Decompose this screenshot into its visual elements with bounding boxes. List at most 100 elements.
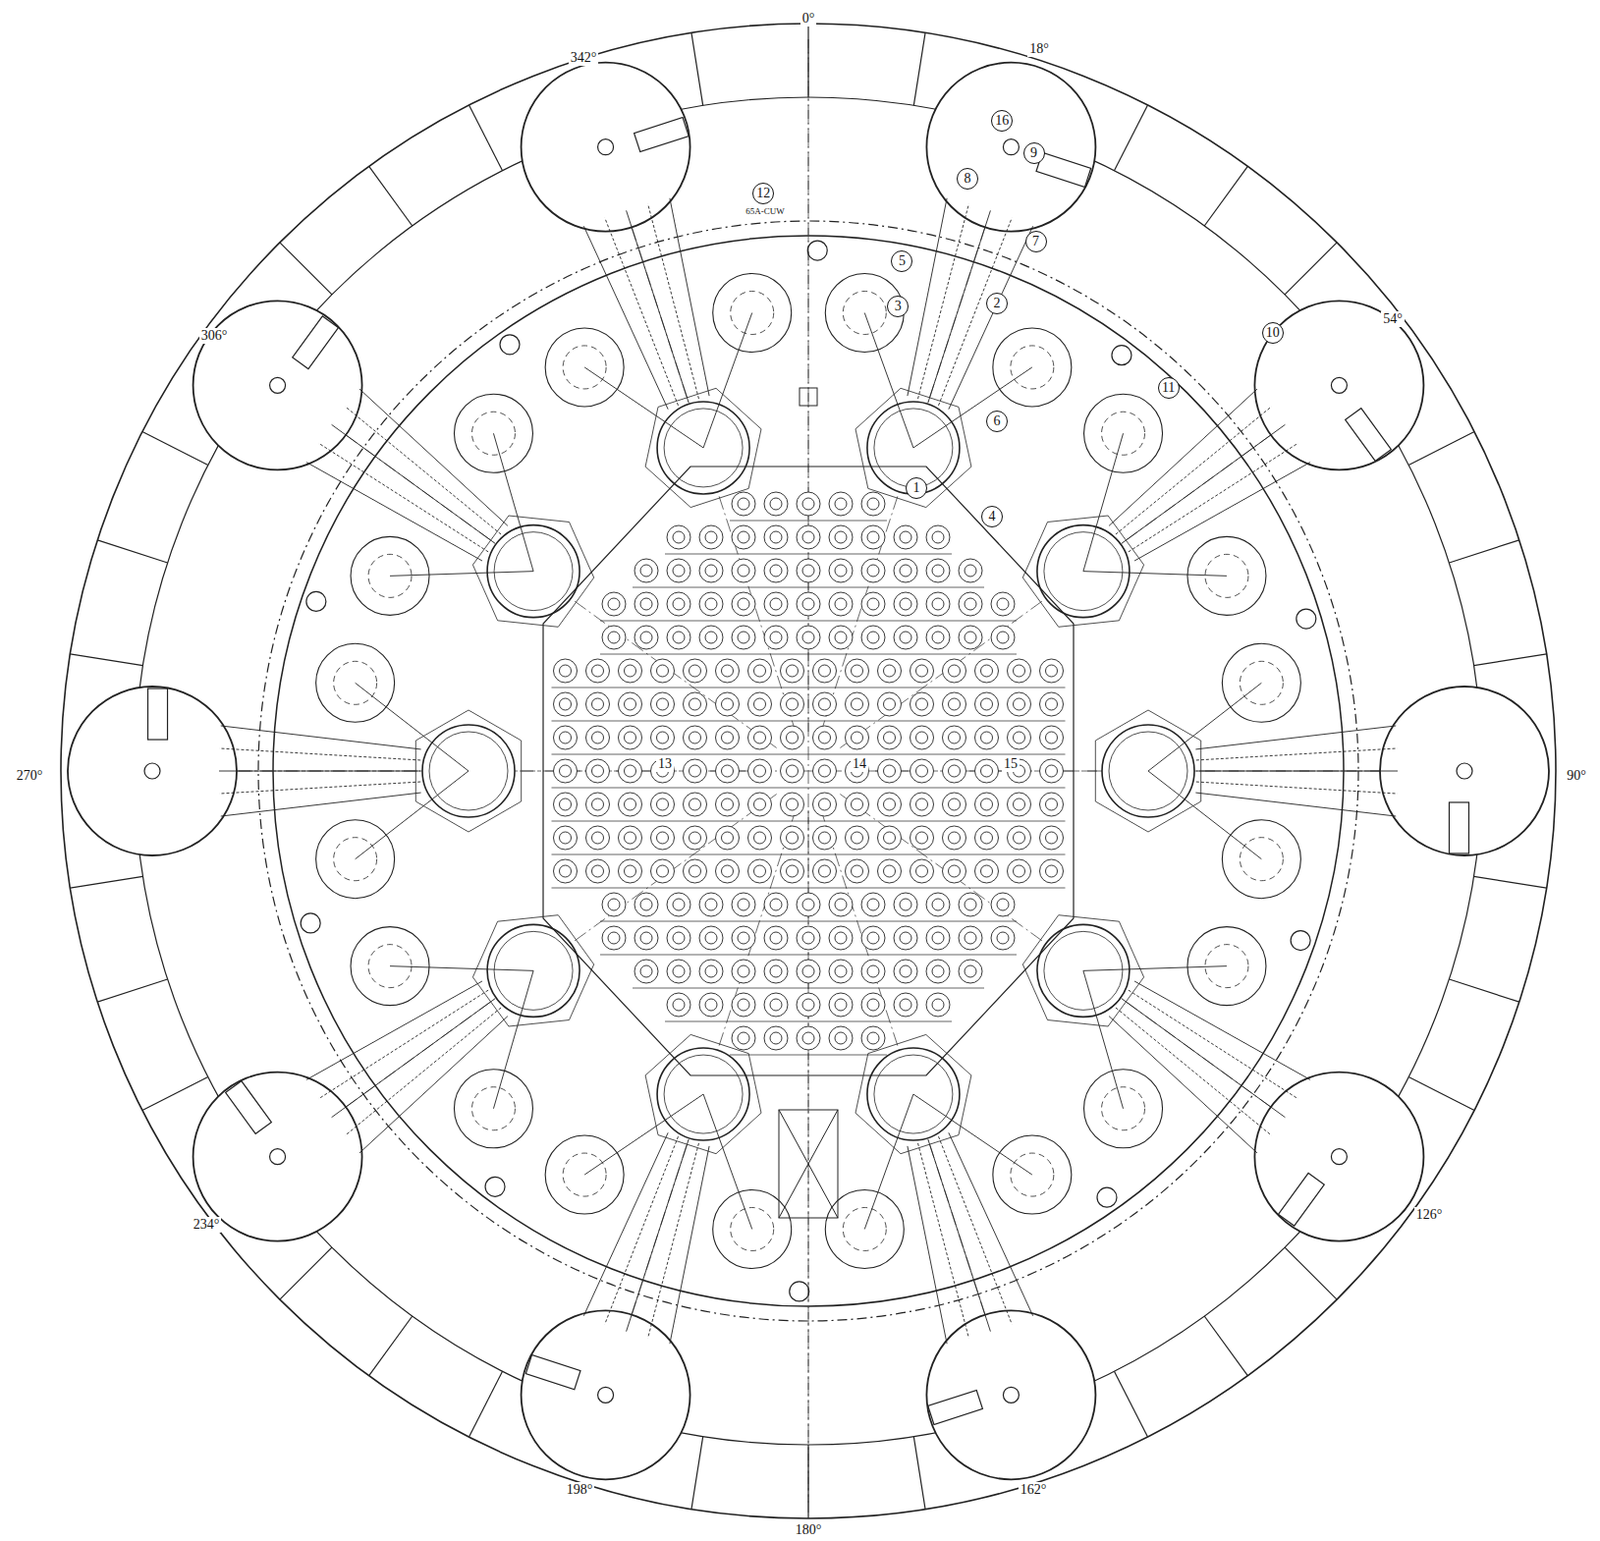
hatch-box: [1448, 802, 1469, 854]
rod-drive-inner: [932, 932, 944, 944]
small-valve: [300, 913, 321, 934]
rod-drive: [958, 959, 983, 984]
rod-drive-inner: [948, 831, 961, 844]
rod-drive-inner: [737, 631, 750, 644]
rod-drive: [861, 492, 885, 516]
pipe: [1195, 725, 1396, 750]
rod-drive-inner: [834, 998, 847, 1011]
header-pipe: [600, 620, 1017, 622]
rod-drive: [699, 592, 723, 616]
hatch-box: [1345, 408, 1392, 462]
rod-drive-inner: [770, 1032, 782, 1045]
rod-array: [551, 492, 1066, 1055]
rod-drive-inner: [786, 664, 799, 677]
small-valve: [485, 1176, 505, 1197]
hatch-box: [292, 316, 339, 370]
rod-drive-inner: [559, 698, 572, 711]
hatch: [778, 1109, 838, 1218]
angle-label: 342°: [568, 50, 600, 66]
rod-drive-inner: [932, 531, 944, 544]
pipe: [219, 771, 421, 773]
rod-drive-inner: [624, 765, 637, 777]
band-division: [913, 32, 926, 106]
rod-drive-inner: [737, 531, 750, 544]
rod-drive-inner: [770, 898, 782, 911]
header-pipe: [729, 1054, 887, 1056]
rod-drive-inner: [1013, 798, 1026, 811]
rod-drive-inner: [754, 664, 767, 677]
rod-drive-inner: [786, 865, 799, 878]
pipe: [669, 198, 710, 396]
rod-drive: [764, 492, 788, 516]
rod-drive-inner: [981, 765, 994, 777]
rod-drive-inner: [948, 731, 961, 744]
band-division: [1204, 1316, 1248, 1377]
band-division: [1448, 979, 1519, 1002]
rod-drive-inner: [932, 998, 944, 1011]
band-division: [1474, 876, 1547, 888]
rod-drive: [1007, 725, 1032, 750]
rod-drive-inner: [932, 965, 944, 978]
rod-drive: [699, 525, 723, 550]
rod-drive: [828, 926, 853, 950]
callout-number: 14: [850, 756, 869, 773]
rod-drive: [586, 725, 610, 750]
rod-drive-inner: [754, 698, 767, 711]
rod-drive: [764, 558, 788, 583]
rod-drive: [942, 859, 967, 883]
rod-drive: [845, 792, 870, 817]
rod-drive-inner: [1046, 865, 1058, 878]
rod-drive-inner: [754, 731, 767, 744]
rod-drive: [926, 892, 950, 917]
rod-drive-inner: [770, 932, 782, 944]
rod-drive-inner: [916, 865, 929, 878]
rod-drive: [975, 792, 999, 817]
rod-drive-inner: [996, 932, 1009, 944]
rod-drive: [813, 725, 837, 750]
pipe-label: 65A-CUW: [744, 207, 786, 217]
pipe: [1196, 781, 1398, 794]
rod-drive-inner: [867, 932, 880, 944]
rod-drive: [764, 1026, 788, 1050]
rod-drive: [910, 759, 935, 783]
rod-drive: [861, 1026, 885, 1050]
rod-drive-inner: [770, 564, 782, 577]
header-pipe: [600, 921, 1017, 923]
rod-drive: [602, 892, 626, 917]
rod-drive: [1040, 725, 1064, 750]
band-division: [1113, 1371, 1148, 1437]
bay-marker: [1002, 1386, 1019, 1403]
rod-drive: [796, 492, 821, 516]
rod-drive: [796, 558, 821, 583]
rod-drive-inner: [640, 631, 653, 644]
pipe: [1148, 682, 1262, 772]
rod-drive-inner: [705, 564, 718, 577]
rod-drive-inner: [607, 598, 620, 610]
rod-drive-inner: [705, 932, 718, 944]
rod-drive: [780, 725, 805, 750]
rod-drive-inner: [867, 531, 880, 544]
pipe: [318, 442, 489, 552]
rod-drive-inner: [657, 865, 669, 878]
band-division: [369, 165, 413, 226]
rod-drive-inner: [802, 932, 815, 944]
rod-drive: [586, 792, 610, 817]
rod-drive: [716, 725, 740, 750]
rod-drive-inner: [883, 865, 896, 878]
pipe: [669, 1146, 710, 1344]
rod-drive: [731, 959, 756, 984]
rod-drive-inner: [1046, 698, 1058, 711]
rod-drive-inner: [770, 998, 782, 1011]
rod-drive: [893, 926, 918, 950]
rod-drive-inner: [689, 765, 702, 777]
rod-drive: [893, 558, 918, 583]
rod-drive-inner: [802, 564, 815, 577]
rod-drive: [1007, 859, 1032, 883]
rod-drive-inner: [624, 865, 637, 878]
rod-drive: [699, 993, 723, 1017]
bay: [926, 62, 1096, 232]
rod-drive-inner: [559, 831, 572, 844]
rod-drive: [764, 959, 788, 984]
rod-drive: [958, 558, 983, 583]
